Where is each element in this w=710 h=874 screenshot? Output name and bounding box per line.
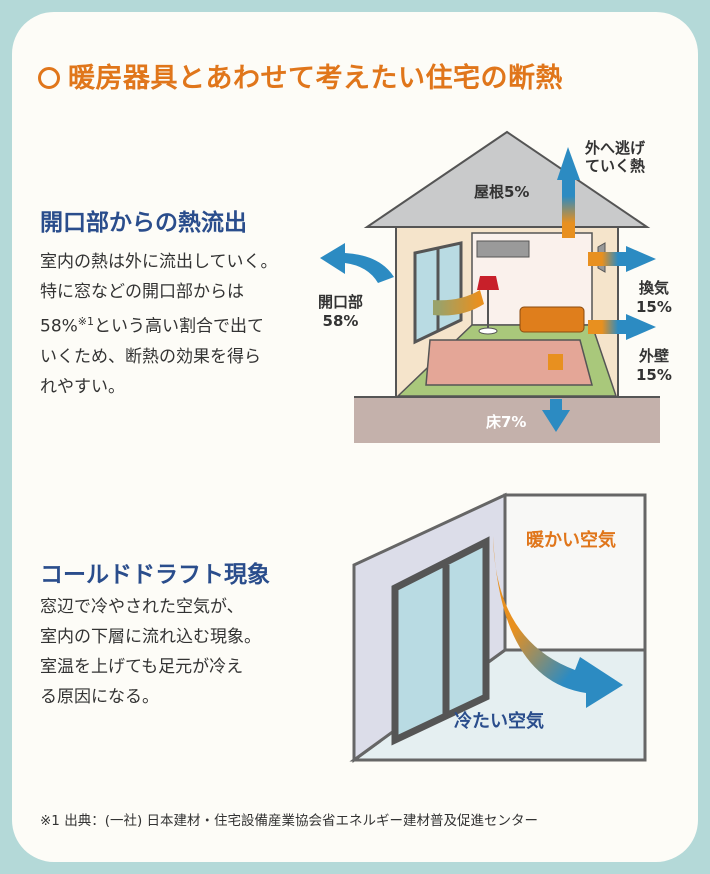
t: ていく熱 — [585, 157, 646, 175]
line-rest: という高い割合で出て — [94, 316, 265, 337]
line: 室内の下層に流れ込む現象。 — [40, 627, 261, 647]
line: 室温を上げても足元が冷え — [40, 657, 244, 677]
line: る原因になる。 — [40, 687, 159, 707]
air-conditioner — [476, 240, 530, 258]
t: 15% — [636, 298, 672, 316]
line: 58%※1という高い割合で出て — [40, 307, 278, 342]
t: 外壁 — [638, 347, 669, 365]
t: 15% — [636, 366, 672, 384]
label-escape: 外へ逃げていく熱 — [585, 139, 645, 175]
line: 特に窓などの開口部からは — [40, 282, 244, 302]
t: 開口部 — [318, 293, 364, 311]
circle-icon — [38, 67, 60, 89]
label-roof: 屋根5% — [474, 183, 530, 201]
heat-arrow-window — [433, 290, 484, 316]
section1-heading: 開口部からの熱流出 — [40, 210, 247, 236]
section2-body: 窓辺で冷やされた空気が、 室内の下層に流れ込む現象。 室温を上げても足元が冷え … — [40, 592, 261, 712]
window — [391, 536, 490, 746]
arrow-opening — [320, 243, 394, 283]
line: れやすい。 — [40, 376, 125, 397]
rug — [425, 339, 593, 386]
t: 換気 — [638, 279, 669, 297]
arrow-floor — [542, 410, 570, 432]
arrow-wall — [626, 314, 656, 340]
lamp — [477, 276, 499, 290]
label-cold: 冷たい空気 — [454, 711, 544, 732]
arrow-vent — [626, 246, 656, 272]
page-title: 暖房器具とあわせて考えたい住宅の断熱 — [38, 56, 563, 95]
draft-arrow — [493, 536, 623, 708]
back-wall — [503, 493, 647, 652]
title-text: 暖房器具とあわせて考えたい住宅の断熱 — [68, 63, 563, 94]
label-floor: 床7% — [486, 413, 527, 431]
ground — [354, 397, 660, 443]
t: 外へ逃げ — [585, 139, 646, 157]
section1-body: 室内の熱は外に流出していく。 特に窓などの開口部からは 58%※1という高い割合… — [40, 247, 278, 402]
t: 58% — [322, 312, 359, 330]
line: いくため、断熱の効果を得ら — [40, 346, 261, 367]
section2-heading: コールドドラフト現象 — [40, 562, 270, 588]
label-warm: 暖かい空気 — [526, 530, 616, 551]
footnote: ※1 出典：(一社) 日本建材・住宅設備産業協会省エネルギー建材普及促進センター — [40, 813, 539, 829]
sofa — [519, 306, 585, 333]
percent: 58% — [40, 316, 78, 337]
line: 窓辺で冷やされた空気が、 — [40, 597, 244, 617]
arrow-roof — [557, 147, 580, 180]
line: 室内の熱は外に流出していく。 — [40, 252, 278, 272]
footnote-ref: ※1 — [77, 315, 95, 328]
